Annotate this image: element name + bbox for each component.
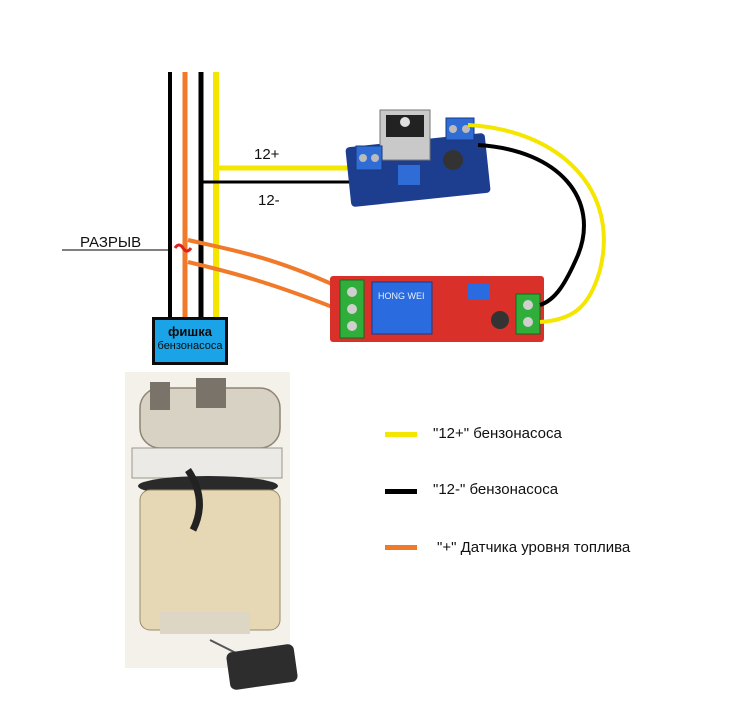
relay-brand-text: HONG WEI (378, 291, 425, 301)
wire-12plus-label: 12+ (254, 146, 280, 163)
fuel-pump-image (125, 372, 298, 690)
break-mark (173, 243, 193, 253)
legend-black-text: "12-" бензонасоса (433, 481, 559, 498)
relay-board: HONG WEI (330, 276, 544, 342)
legend-yellow-line (385, 432, 417, 437)
legend-yellow-text: "12+" бензонасоса (433, 425, 562, 442)
harness-wires (168, 72, 219, 318)
pump-connector: фишка бензонасоса (152, 317, 228, 365)
connector-label-line1: фишка (168, 324, 212, 339)
wire-orange-1 (187, 238, 346, 292)
voltage-converter-board (345, 109, 491, 207)
break-label: РАЗРЫВ (80, 234, 142, 251)
wire-orange-2 (187, 260, 346, 314)
connector-label-line2: бензонасоса (157, 340, 223, 352)
legend-black-line (385, 489, 417, 494)
wire-yellow-loop (467, 123, 606, 324)
legend-orange-line (385, 545, 417, 550)
wire-12minus-label: 12- (258, 192, 280, 209)
wire-black-loop (477, 143, 586, 307)
legend-orange-text: "+" Датчика уровня топлива (437, 539, 631, 556)
